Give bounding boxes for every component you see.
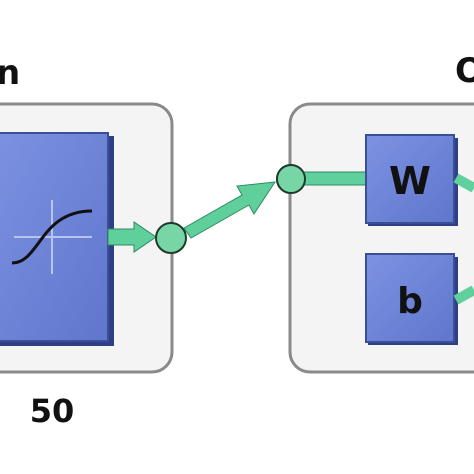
weight-label: W bbox=[389, 159, 431, 203]
bias-output-line bbox=[453, 285, 474, 305]
output-layer: O W b bbox=[276, 51, 474, 374]
connector-arrow-in bbox=[107, 221, 157, 253]
output-layer-title: O bbox=[455, 51, 474, 91]
weight-output-line bbox=[453, 173, 474, 193]
bias-block-face bbox=[365, 253, 455, 343]
sigmoid-icon bbox=[11, 200, 93, 274]
weight-block-face bbox=[365, 134, 455, 224]
bias-label: b bbox=[397, 281, 423, 322]
transfer-function-block bbox=[0, 132, 114, 346]
connection-node bbox=[276, 164, 306, 194]
hidden-layer-title: n bbox=[0, 53, 20, 93]
weight-block: W bbox=[365, 134, 458, 226]
connector-arrow-diagonal bbox=[183, 181, 276, 239]
bias-block: b bbox=[365, 253, 458, 345]
connector-to-weights bbox=[303, 171, 367, 186]
hidden-layer: n 50 bbox=[0, 53, 174, 430]
hidden-layer-size: 50 bbox=[30, 392, 75, 430]
connection-node bbox=[155, 222, 187, 254]
